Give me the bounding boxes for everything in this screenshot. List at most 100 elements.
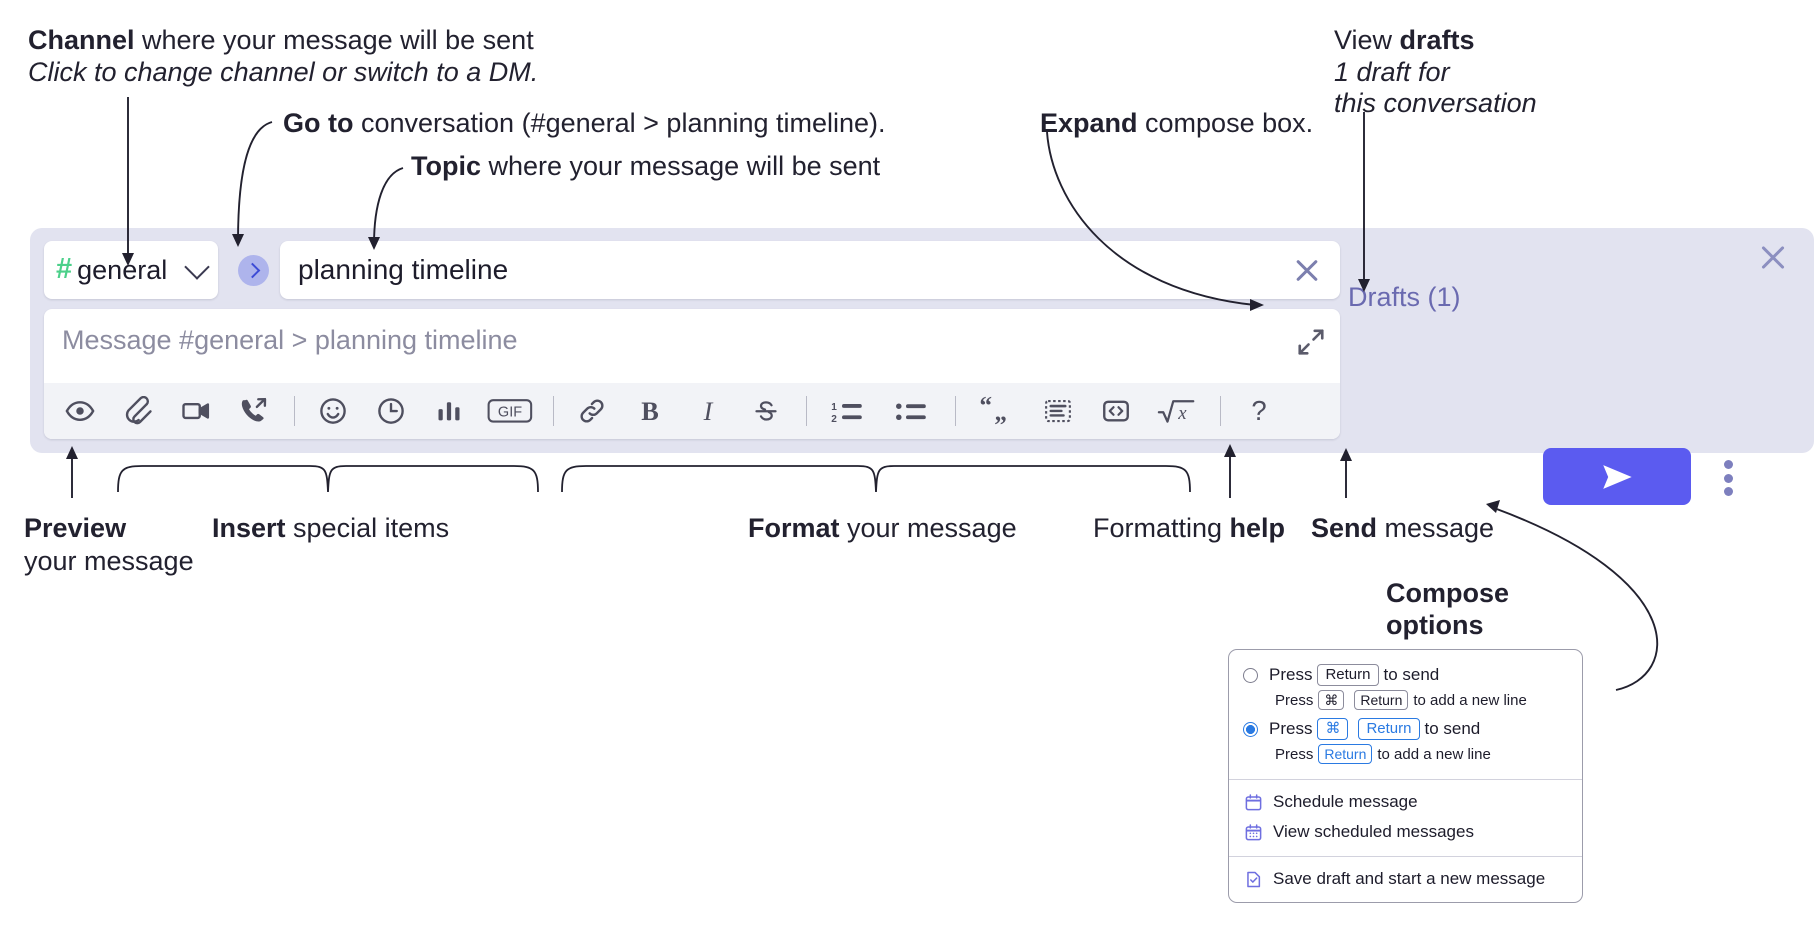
clock-icon[interactable] bbox=[369, 389, 413, 433]
channel-name-label: general bbox=[77, 254, 168, 285]
radio1-sub-press-label: Press bbox=[1275, 691, 1314, 709]
send-option-return-hint: Press ⌘ Return to add a new line bbox=[1229, 688, 1582, 716]
close-icon[interactable] bbox=[1290, 253, 1324, 287]
annotation-insert-rest: special items bbox=[285, 513, 450, 543]
eye-icon[interactable] bbox=[58, 389, 102, 433]
chevron-right-icon bbox=[244, 262, 260, 279]
annotation-compose-options-2: options bbox=[1386, 607, 1483, 643]
bold-icon[interactable]: B bbox=[628, 389, 672, 433]
radio-cmd-return-to-send[interactable] bbox=[1243, 721, 1258, 737]
message-input[interactable]: Message #general > planning timeline bbox=[62, 325, 518, 355]
annotation-drafts-sub2-text: this conversation bbox=[1334, 88, 1537, 118]
annotation-expand-bold: Expand bbox=[1040, 108, 1138, 138]
calendar-icon bbox=[1243, 792, 1263, 812]
toolbar-divider-3 bbox=[806, 396, 807, 426]
annotation-help-lead: Formatting bbox=[1093, 513, 1230, 543]
annotation-format-rest: your message bbox=[839, 513, 1017, 543]
annotation-drafts-sub1: 1 draft for bbox=[1334, 54, 1450, 90]
annotation-channel-sub-text: Click to change channel or switch to a D… bbox=[28, 57, 539, 87]
paperclip-icon[interactable] bbox=[116, 389, 160, 433]
phone-arrow-icon[interactable] bbox=[232, 389, 276, 433]
annotation-preview-sub-text: your message bbox=[24, 546, 194, 576]
radio-return-to-send[interactable] bbox=[1243, 667, 1258, 683]
annotation-send-rest: message bbox=[1377, 513, 1495, 543]
annotation-drafts: View drafts bbox=[1334, 22, 1475, 58]
annotation-topic-rest: where your message will be sent bbox=[481, 151, 881, 181]
annotation-goto: Go to conversation (#general > planning … bbox=[283, 105, 886, 141]
italic-icon[interactable]: I bbox=[686, 389, 730, 433]
annotation-goto-rest: conversation (#general > planning timeli… bbox=[353, 108, 886, 138]
square-root-x-icon[interactable]: x bbox=[1152, 389, 1202, 433]
topic-field[interactable]: planning timeline bbox=[280, 241, 1340, 299]
goto-conversation-button[interactable] bbox=[238, 255, 269, 286]
compose-options-button[interactable] bbox=[1716, 456, 1740, 500]
kbd-command-2: ⌘ bbox=[1317, 718, 1349, 740]
toolbar-divider-2 bbox=[553, 396, 554, 426]
topic-input[interactable]: planning timeline bbox=[298, 254, 509, 285]
video-camera-icon[interactable] bbox=[174, 389, 218, 433]
help-label: ? bbox=[1251, 396, 1266, 426]
strikethrough-icon[interactable] bbox=[744, 389, 788, 433]
close-icon[interactable] bbox=[1756, 240, 1790, 274]
annotation-send: Send message bbox=[1311, 510, 1494, 546]
menu-divider-2 bbox=[1229, 856, 1582, 857]
svg-text:1: 1 bbox=[831, 402, 837, 413]
hash-icon: # bbox=[56, 252, 73, 285]
annotation-insert-bold: Insert bbox=[212, 513, 286, 543]
annotation-insert: Insert special items bbox=[212, 510, 449, 546]
svg-text:„: „ bbox=[995, 399, 1008, 426]
kbd-return-2: Return bbox=[1354, 690, 1409, 710]
send-option-return[interactable]: Press Return to send bbox=[1229, 662, 1582, 688]
more-vertical-icon-dot-1 bbox=[1723, 460, 1733, 469]
quote-icon[interactable]: “ „ bbox=[972, 389, 1022, 433]
menu-item-label: Schedule message bbox=[1273, 792, 1418, 811]
radio2-sub-press-label: Press bbox=[1275, 745, 1314, 763]
menu-item-view-scheduled-messages[interactable]: View scheduled messages bbox=[1229, 817, 1582, 847]
radio2-suffix-label: to send bbox=[1424, 719, 1481, 738]
send-option-cmd-return[interactable]: Press ⌘ Return to send bbox=[1229, 716, 1582, 742]
code-brackets-icon[interactable] bbox=[1094, 389, 1138, 433]
menu-item-save-draft[interactable]: Save draft and start a new message bbox=[1229, 864, 1582, 894]
expand-icon[interactable] bbox=[1296, 327, 1326, 357]
gif-icon[interactable]: GIF bbox=[485, 389, 535, 433]
bulleted-list-icon[interactable] bbox=[887, 389, 937, 433]
ordered-list-icon[interactable]: 1 2 bbox=[823, 389, 873, 433]
kbd-return-3: Return bbox=[1358, 718, 1420, 740]
annotation-help: Formatting help bbox=[1093, 510, 1285, 546]
annotation-expand-rest: compose box. bbox=[1137, 108, 1314, 138]
calendar-grid-icon bbox=[1243, 822, 1263, 842]
annotation-format: Format your message bbox=[748, 510, 1017, 546]
drafts-link[interactable]: Drafts (1) bbox=[1348, 282, 1461, 312]
compose-box: # general planning timeline Message #gen… bbox=[30, 228, 1814, 453]
smiley-icon[interactable] bbox=[311, 389, 355, 433]
gif-label: GIF bbox=[498, 405, 522, 421]
code-block-icon[interactable] bbox=[1036, 389, 1080, 433]
question-mark-icon[interactable]: ? bbox=[1237, 389, 1281, 433]
bold-label: B bbox=[641, 397, 659, 426]
channel-selector[interactable]: # general bbox=[44, 241, 218, 299]
more-vertical-icon-dot-2 bbox=[1723, 473, 1733, 483]
send-option-cmd-return-hint: Press Return to add a new line bbox=[1229, 742, 1582, 770]
annotation-drafts-sub1-text: 1 draft for bbox=[1334, 57, 1450, 87]
menu-item-label: View scheduled messages bbox=[1273, 822, 1474, 841]
link-icon[interactable] bbox=[570, 389, 614, 433]
radio1-press-label: Press bbox=[1269, 665, 1313, 684]
bar-chart-icon[interactable] bbox=[427, 389, 471, 433]
annotation-channel: Channel where your message will be sent bbox=[28, 22, 534, 58]
svg-text:“: “ bbox=[980, 396, 993, 420]
send-button[interactable] bbox=[1543, 448, 1691, 505]
kbd-return: Return bbox=[1317, 664, 1379, 686]
kbd-return-4: Return bbox=[1318, 744, 1373, 764]
annotation-preview: Preview bbox=[24, 510, 126, 546]
document-check-icon bbox=[1243, 869, 1263, 889]
kbd-command: ⌘ bbox=[1318, 690, 1345, 710]
annotation-goto-bold: Go to bbox=[283, 108, 354, 138]
annotation-channel-rest: where your message will be sent bbox=[134, 25, 534, 55]
annotation-compose-options-bold2: options bbox=[1386, 610, 1484, 640]
menu-item-schedule-message[interactable]: Schedule message bbox=[1229, 787, 1582, 817]
more-vertical-icon-dot-3 bbox=[1723, 487, 1733, 496]
annotation-help-bold: help bbox=[1229, 513, 1286, 543]
annotation-topic: Topic where your message will be sent bbox=[411, 148, 880, 184]
brace-insert bbox=[117, 465, 539, 493]
send-paper-plane-icon bbox=[1603, 464, 1632, 489]
